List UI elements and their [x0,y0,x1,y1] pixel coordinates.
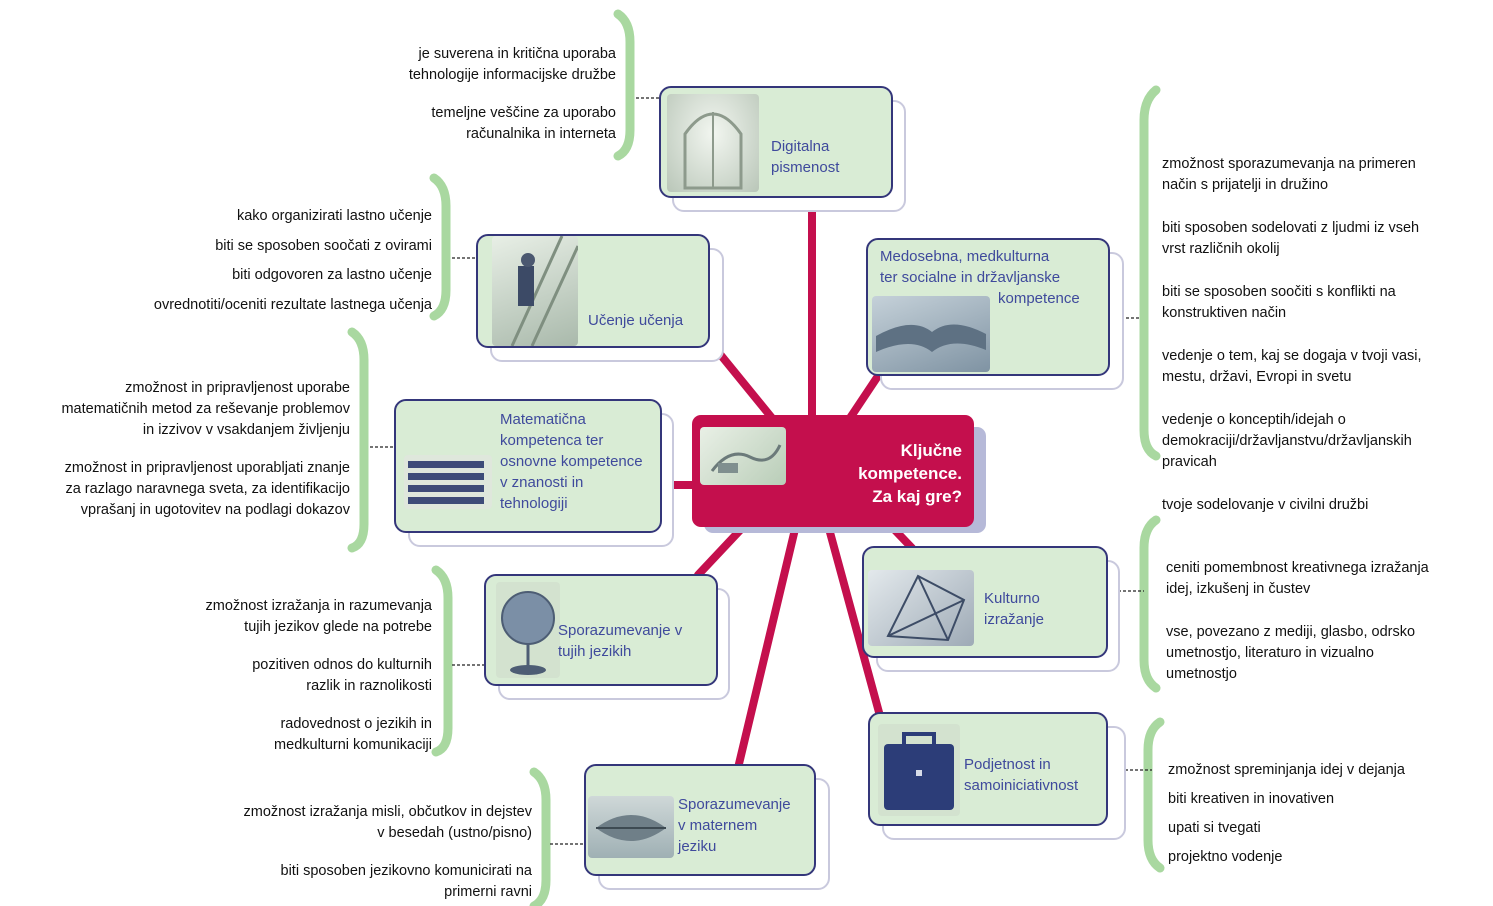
learning-label: Učenje učenja [588,312,684,329]
handshake-photo [872,296,990,372]
brackets [347,9,1165,906]
ladder-photo [492,236,578,346]
bracket-learning [429,173,451,321]
node-culture: Kulturno izražanje [862,546,1108,658]
learning-points: kako organizirati lastno učenje biti se … [153,208,432,313]
bracket-culture [1139,515,1161,693]
hub-node: Ključne kompetence. Za kaj gre? [692,415,974,527]
mother-label: Sporazumevanje v maternem jeziku [678,796,791,855]
bracket-mother [529,767,551,906]
node-digital: Digitalna pismenost [659,86,893,198]
social-label: Medosebna, medkulturna ter socialne in d… [880,248,1080,307]
digital-label: Digitalna pismenost [771,138,840,176]
math-points: zmožnost in pripravljenost uporabe matem… [61,380,350,518]
node-entre: Podjetnost in samoiniciativnost [868,712,1108,826]
bracket-digital [613,9,635,161]
node-social: Medosebna, medkulturna ter socialne in d… [866,238,1110,376]
building-photo [667,94,759,192]
building-icon [683,112,743,190]
bracket-math [347,327,369,553]
hub-title: Ključne kompetence. Za kaj gre? [858,441,962,506]
bracket-foreign [431,565,453,757]
foreign-points: zmožnost izražanja in razumevanja tujih … [205,598,432,753]
connector-mother [734,521,800,772]
globe-photo [496,582,560,678]
sculpture-icon [886,574,966,642]
briefcase-photo [878,724,960,816]
cables-photo [700,427,786,485]
node-mother: Sporazumevanje v maternem jeziku [584,764,816,876]
culture-label: Kulturno izražanje [984,590,1045,628]
sculpture-photo [868,570,974,646]
lips-photo [588,796,674,858]
lips-icon [596,815,666,841]
connector-social [846,366,886,422]
node-math: Matematična kompetenca ter osnovne kompe… [394,399,662,533]
culture-points: ceniti pomembnost kreativnega izražanja … [1166,560,1429,682]
social-points: zmožnost sporazumevanja na primeren nači… [1162,156,1422,513]
bracket-social [1139,85,1161,461]
math-label: Matematična kompetenca ter osnovne kompe… [500,411,643,512]
entre-points: zmožnost spreminjanja idej v dejanja bit… [1168,762,1405,865]
connector-entre [824,521,884,720]
mother-points: zmožnost izražanja misli, občutkov in de… [243,804,532,900]
handshake-icon [876,324,986,352]
foreign-label: Sporazumevanje v tujih jezikih [558,622,683,660]
climber-icon [510,236,578,346]
cables-icon [710,444,782,473]
bracket-entre [1143,717,1165,873]
digital-points: je suverena in kritična uporaba tehnolog… [408,46,616,142]
entre-label: Podjetnost in samoiniciativnost [964,756,1079,794]
node-foreign: Sporazumevanje v tujih jezikih [484,574,718,686]
briefcase-icon [884,732,954,810]
abacus-icon [408,461,484,504]
globe-icon [501,591,555,675]
abacus-photo [404,455,492,509]
node-learning: Učenje učenja [476,234,710,348]
connector-foreign [694,521,749,579]
